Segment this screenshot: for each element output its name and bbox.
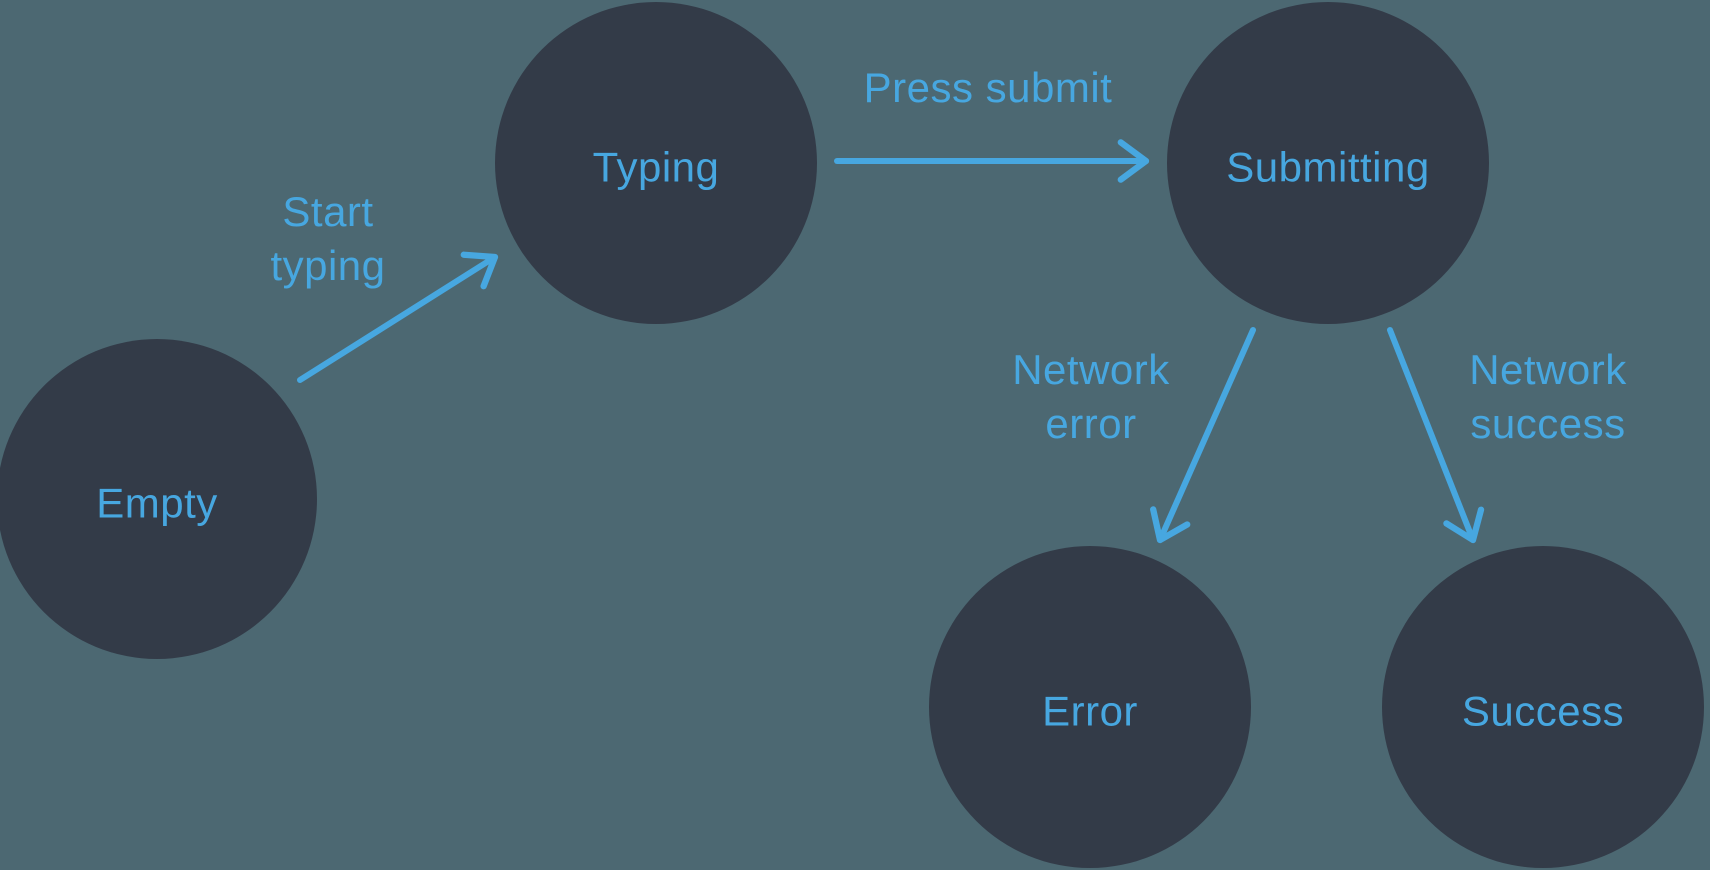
transition-label-line: Start xyxy=(282,188,373,235)
transition-arrow-network-success xyxy=(1387,327,1485,544)
transition-label-line: error xyxy=(1045,400,1136,447)
state-node-submitting xyxy=(1167,2,1489,324)
state-node-error xyxy=(929,546,1251,868)
state-node-typing xyxy=(495,2,817,324)
transition-label-start-typing: Start typing xyxy=(270,188,385,289)
transition-label-line: Network xyxy=(1469,346,1627,393)
state-label-submitting: Submitting xyxy=(1226,144,1429,191)
state-node-success xyxy=(1382,546,1704,868)
transition-label-line: Press submit xyxy=(864,64,1113,111)
transition-label-network-error: Network error xyxy=(1012,346,1170,447)
state-label-error: Error xyxy=(1042,688,1138,735)
transition-arrow-start-typing xyxy=(297,251,499,383)
transition-label-line: success xyxy=(1470,400,1625,447)
transition-label-line: Network xyxy=(1012,346,1170,393)
transition-label-network-success: Network success xyxy=(1469,346,1627,447)
transition-arrow-network-error xyxy=(1150,327,1256,544)
state-label-empty: Empty xyxy=(96,480,218,527)
transition-label-line: typing xyxy=(270,242,385,289)
state-label-typing: Typing xyxy=(593,144,720,191)
state-label-success: Success xyxy=(1462,688,1624,735)
transition-label-press-submit: Press submit xyxy=(864,64,1113,111)
state-node-empty xyxy=(0,339,317,659)
